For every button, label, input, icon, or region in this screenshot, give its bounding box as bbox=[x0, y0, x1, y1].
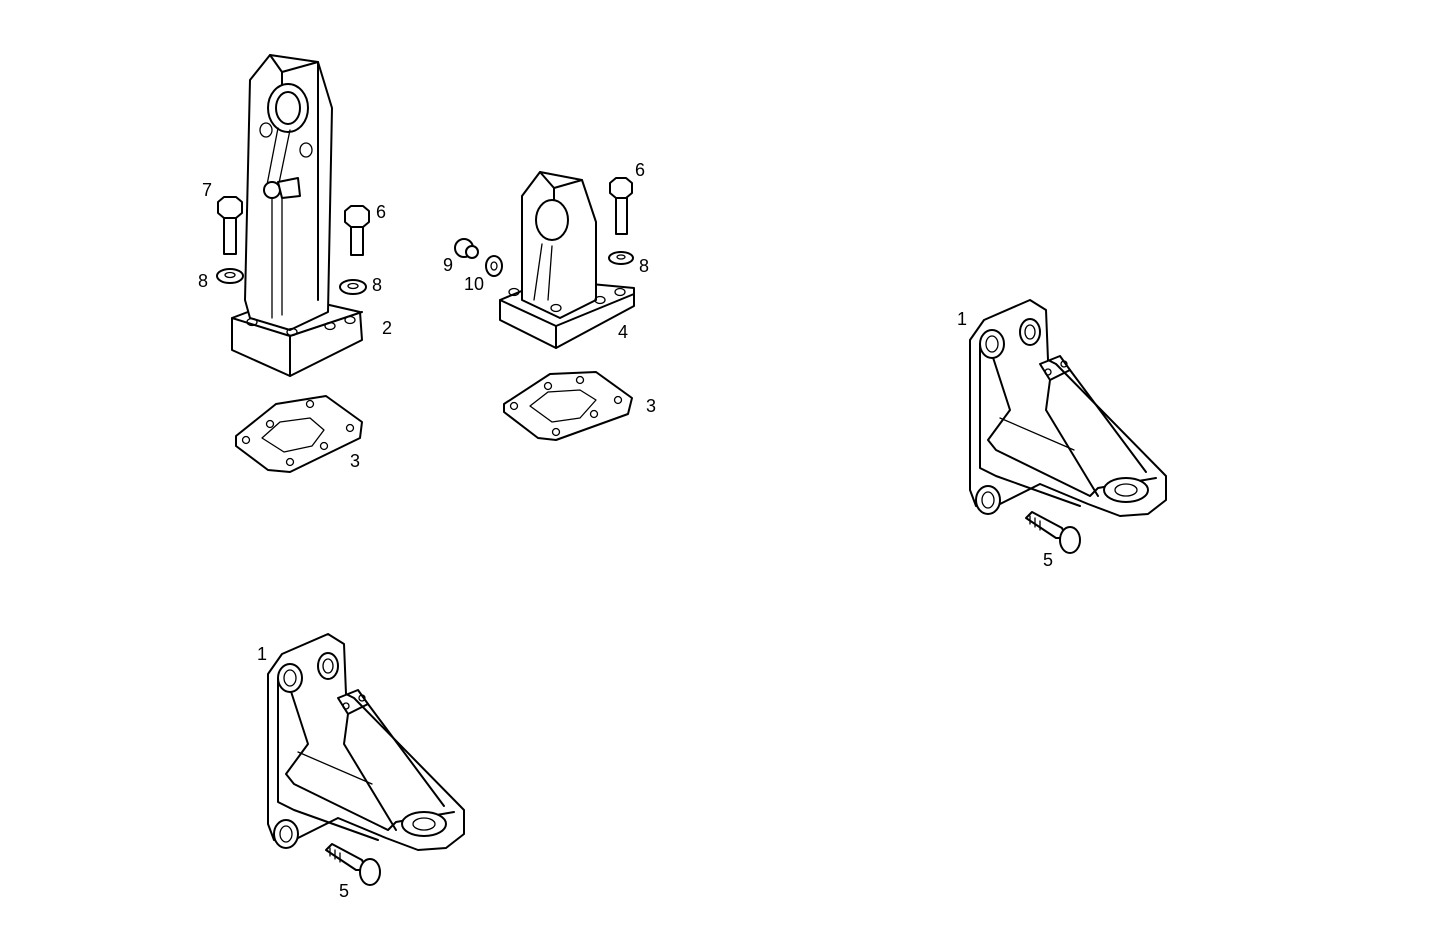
part-4-bracket bbox=[499, 171, 635, 349]
callout-1: 1 bbox=[957, 309, 968, 329]
part-10-washer bbox=[485, 255, 503, 277]
callout-10: 10 bbox=[464, 274, 485, 294]
callout-2: 2 bbox=[382, 318, 393, 338]
part-7-bolt bbox=[217, 196, 243, 255]
part-1-angle-bracket bbox=[267, 633, 465, 851]
callout-4: 4 bbox=[618, 322, 629, 342]
part-6-bolt bbox=[344, 205, 370, 256]
callout-6: 6 bbox=[376, 202, 387, 222]
callout-6: 6 bbox=[635, 160, 646, 180]
callout-3: 3 bbox=[646, 396, 657, 416]
callout-8: 8 bbox=[639, 256, 650, 276]
callout-7: 7 bbox=[202, 180, 213, 200]
part-8-washer bbox=[608, 251, 634, 265]
callout-5: 5 bbox=[1043, 550, 1054, 570]
part-5-bolt bbox=[1025, 511, 1081, 554]
callout-1: 1 bbox=[257, 644, 268, 664]
callout-5: 5 bbox=[339, 881, 350, 901]
part-5-bolt bbox=[325, 843, 381, 886]
part-9-nut bbox=[454, 238, 479, 259]
part-6-bolt bbox=[609, 177, 633, 235]
part-3-gasket bbox=[503, 371, 633, 441]
callout-3: 3 bbox=[350, 451, 361, 471]
part-8-washer bbox=[339, 279, 367, 295]
part-1-angle-bracket bbox=[969, 299, 1167, 517]
callout-8: 8 bbox=[198, 271, 209, 291]
callout-8: 8 bbox=[372, 275, 383, 295]
callout-9: 9 bbox=[443, 255, 454, 275]
part-8-washer bbox=[216, 268, 244, 284]
part-2-tall-bracket bbox=[231, 54, 363, 377]
part-3-gasket bbox=[235, 395, 363, 473]
